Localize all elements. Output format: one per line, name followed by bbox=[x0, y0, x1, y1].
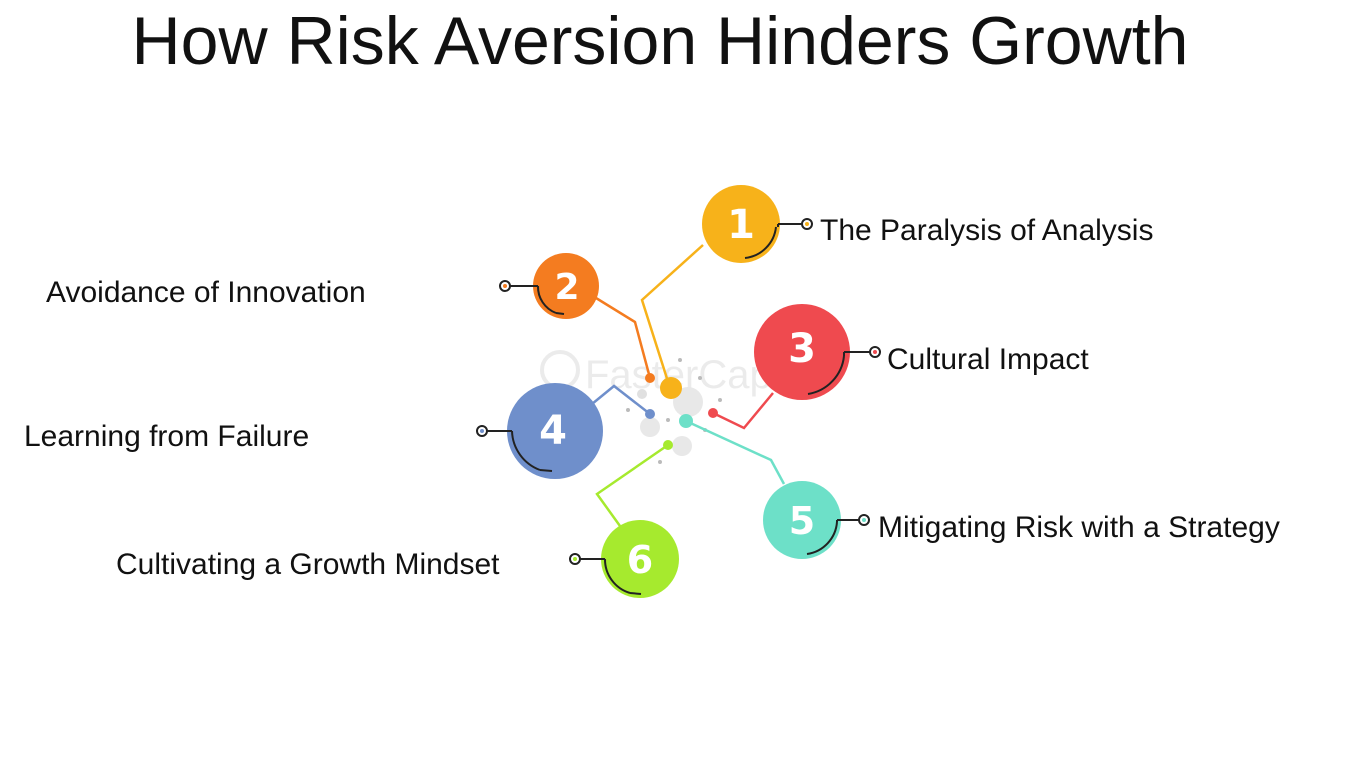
center-dot bbox=[673, 387, 703, 417]
number-badge bbox=[763, 481, 841, 559]
badge-arc bbox=[807, 355, 845, 395]
item-1-label: The Paralysis of Analysis bbox=[820, 214, 1154, 247]
watermark-gear-icon bbox=[540, 350, 580, 390]
item-number: 3 bbox=[788, 326, 816, 372]
anchor-dot bbox=[645, 409, 655, 419]
connector-line bbox=[591, 384, 651, 415]
item-1: 1 bbox=[640, 185, 813, 399]
center-dot bbox=[626, 408, 630, 412]
anchor-dot bbox=[645, 373, 655, 383]
number-badge bbox=[601, 520, 679, 598]
leader-end-dot-fill bbox=[873, 350, 877, 354]
item-6: 6 bbox=[569, 440, 679, 598]
number-badge bbox=[507, 383, 603, 479]
leader-end-dot-fill bbox=[805, 222, 809, 226]
item-number: 4 bbox=[539, 408, 567, 454]
number-badge bbox=[754, 304, 850, 400]
page-title: How Risk Aversion Hinders Growth bbox=[131, 3, 1189, 79]
connector-line bbox=[685, 419, 786, 485]
number-badge bbox=[533, 253, 599, 319]
connector-line bbox=[595, 296, 652, 379]
center-dot bbox=[666, 418, 670, 422]
center-dot bbox=[672, 436, 692, 456]
center-dot bbox=[698, 376, 702, 380]
connector-line bbox=[595, 443, 669, 527]
item-4: 4 bbox=[476, 383, 655, 479]
item-number: 2 bbox=[554, 267, 579, 308]
item-2: 2 bbox=[499, 253, 655, 383]
item-3: 3 bbox=[708, 304, 881, 430]
center-dot bbox=[640, 417, 660, 437]
anchor-dot bbox=[660, 377, 682, 399]
leader-end-dot-fill bbox=[862, 518, 866, 522]
leader-end-dot-fill bbox=[503, 284, 507, 288]
badge-arc-tail bbox=[555, 312, 565, 315]
center-dot bbox=[637, 389, 647, 399]
connector-line bbox=[640, 244, 704, 389]
center-dot bbox=[658, 460, 662, 464]
number-badge bbox=[702, 185, 780, 263]
anchor-dot bbox=[679, 414, 693, 428]
item-2-label: Avoidance of Innovation bbox=[46, 276, 366, 309]
badge-arc-tail bbox=[629, 592, 642, 595]
item-5: 5 bbox=[679, 414, 870, 559]
badge-arc bbox=[536, 285, 557, 314]
item-6-label: Cultivating a Growth Mindset bbox=[116, 548, 500, 581]
badge-arc bbox=[511, 430, 541, 471]
anchor-dot bbox=[663, 440, 673, 450]
item-3-label: Cultural Impact bbox=[887, 343, 1089, 376]
item-4-label: Learning from Failure bbox=[24, 420, 310, 453]
badge-arc bbox=[806, 521, 838, 555]
anchor-dot bbox=[708, 408, 718, 418]
leader-end-dot-fill bbox=[573, 557, 577, 561]
center-dot bbox=[678, 358, 682, 362]
item-number: 5 bbox=[789, 499, 815, 543]
item-number: 1 bbox=[727, 202, 755, 248]
center-dot bbox=[718, 398, 722, 402]
leader-end-dot-fill bbox=[480, 429, 484, 433]
connector-line bbox=[712, 392, 774, 430]
item-5-label: Mitigating Risk with a Strategy bbox=[878, 511, 1280, 544]
item-number: 6 bbox=[627, 538, 653, 582]
badge-arc bbox=[744, 226, 777, 259]
badge-arc bbox=[603, 558, 631, 594]
badge-arc-tail bbox=[539, 469, 553, 472]
